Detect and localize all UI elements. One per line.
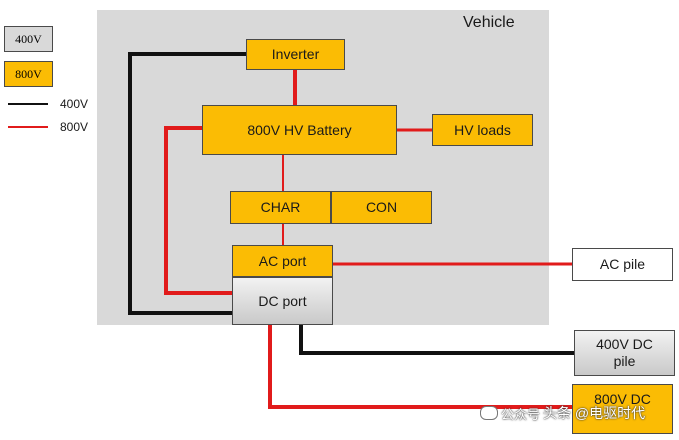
legend-400v-box: 400V <box>4 26 53 52</box>
dc-pile-400v-block: 400V DC pile <box>574 330 675 376</box>
wire-800v-dc-pile <box>268 325 572 409</box>
char-block: CHAR <box>230 191 331 224</box>
con-block: CON <box>331 191 432 224</box>
legend-400v-line-label: 400V <box>60 97 89 111</box>
vehicle-label: Vehicle <box>463 14 515 31</box>
wire-400v-inverter-dcport <box>128 52 246 315</box>
legend-800v-line-label: 800V <box>60 120 89 134</box>
watermark-text-2: 头条 @电驱时代 <box>543 405 646 421</box>
ac-pile-block: AC pile <box>572 248 673 281</box>
battery-block: 800V HV Battery <box>202 105 397 155</box>
wechat-icon <box>480 406 498 420</box>
hv-loads-block: HV loads <box>432 114 533 146</box>
watermark-text-1: 公众号 <box>501 406 541 422</box>
ac-port-block: AC port <box>232 245 333 277</box>
dc-pile-800v-block: 800V DC <box>572 384 673 434</box>
watermark: 公众号 头条 @电驱时代 <box>480 403 645 423</box>
dc-port-block: DC port <box>232 277 333 325</box>
wire-800v-battery-dcport <box>164 126 232 295</box>
legend-800v-box: 800V <box>4 61 53 87</box>
wire-400v-dc-pile <box>299 325 574 355</box>
inverter-block: Inverter <box>246 39 345 70</box>
